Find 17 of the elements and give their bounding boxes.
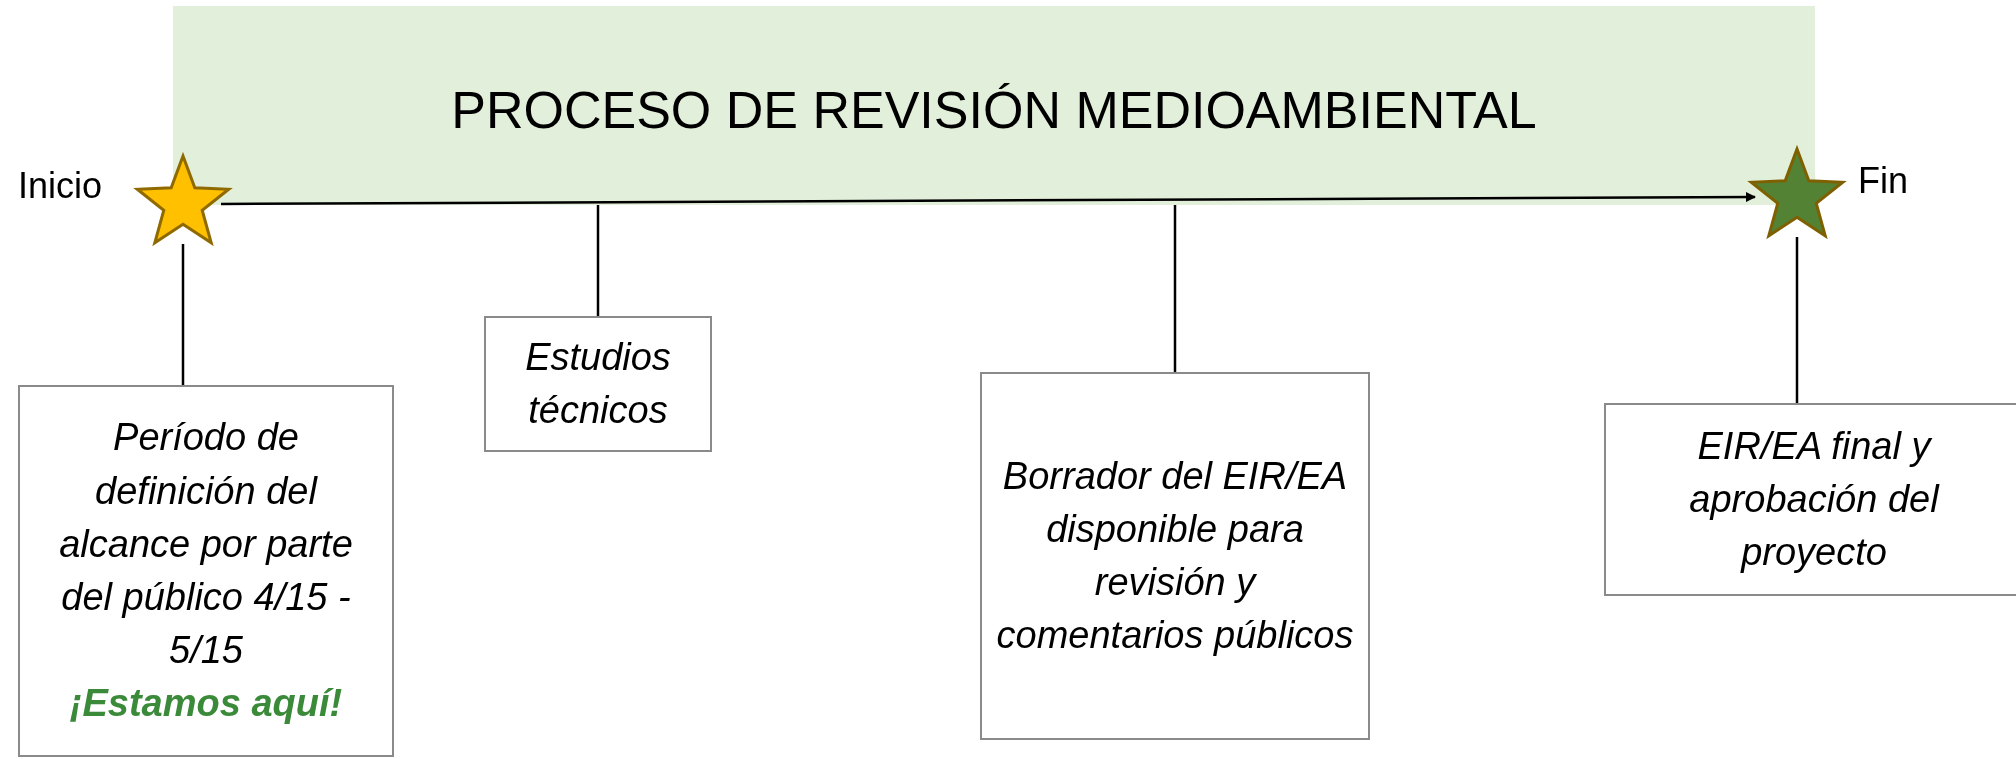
milestone-box: [980, 372, 1370, 740]
timeline-arrow: [221, 192, 1756, 206]
milestone-label: Inicio: [18, 165, 103, 207]
milestone-box: [18, 385, 394, 757]
milestone-text: Borrador del EIR/EA disponible para revisión y comentarios públicos: [995, 453, 1355, 659]
leader-line: [1173, 205, 1177, 372]
milestone-box: [484, 316, 712, 452]
leader-line: [596, 205, 600, 316]
leader-line: [1795, 237, 1799, 403]
title: PROCESO DE REVISIÓN MEDIOAMBIENTAL: [450, 80, 1538, 140]
milestone-text: EIR/EA final y aprobación del proyecto: [1688, 423, 1941, 576]
status-note: ¡Estamos aquí!: [69, 681, 343, 727]
milestone-box: [1604, 403, 2016, 596]
milestone-text: Período de definición del alcance por parte del público 4/15 - 5/15: [58, 415, 354, 674]
milestone-text: Estudios técnicos: [524, 334, 672, 433]
milestone-label: Fin: [1858, 160, 1908, 202]
leader-line: [181, 244, 185, 385]
